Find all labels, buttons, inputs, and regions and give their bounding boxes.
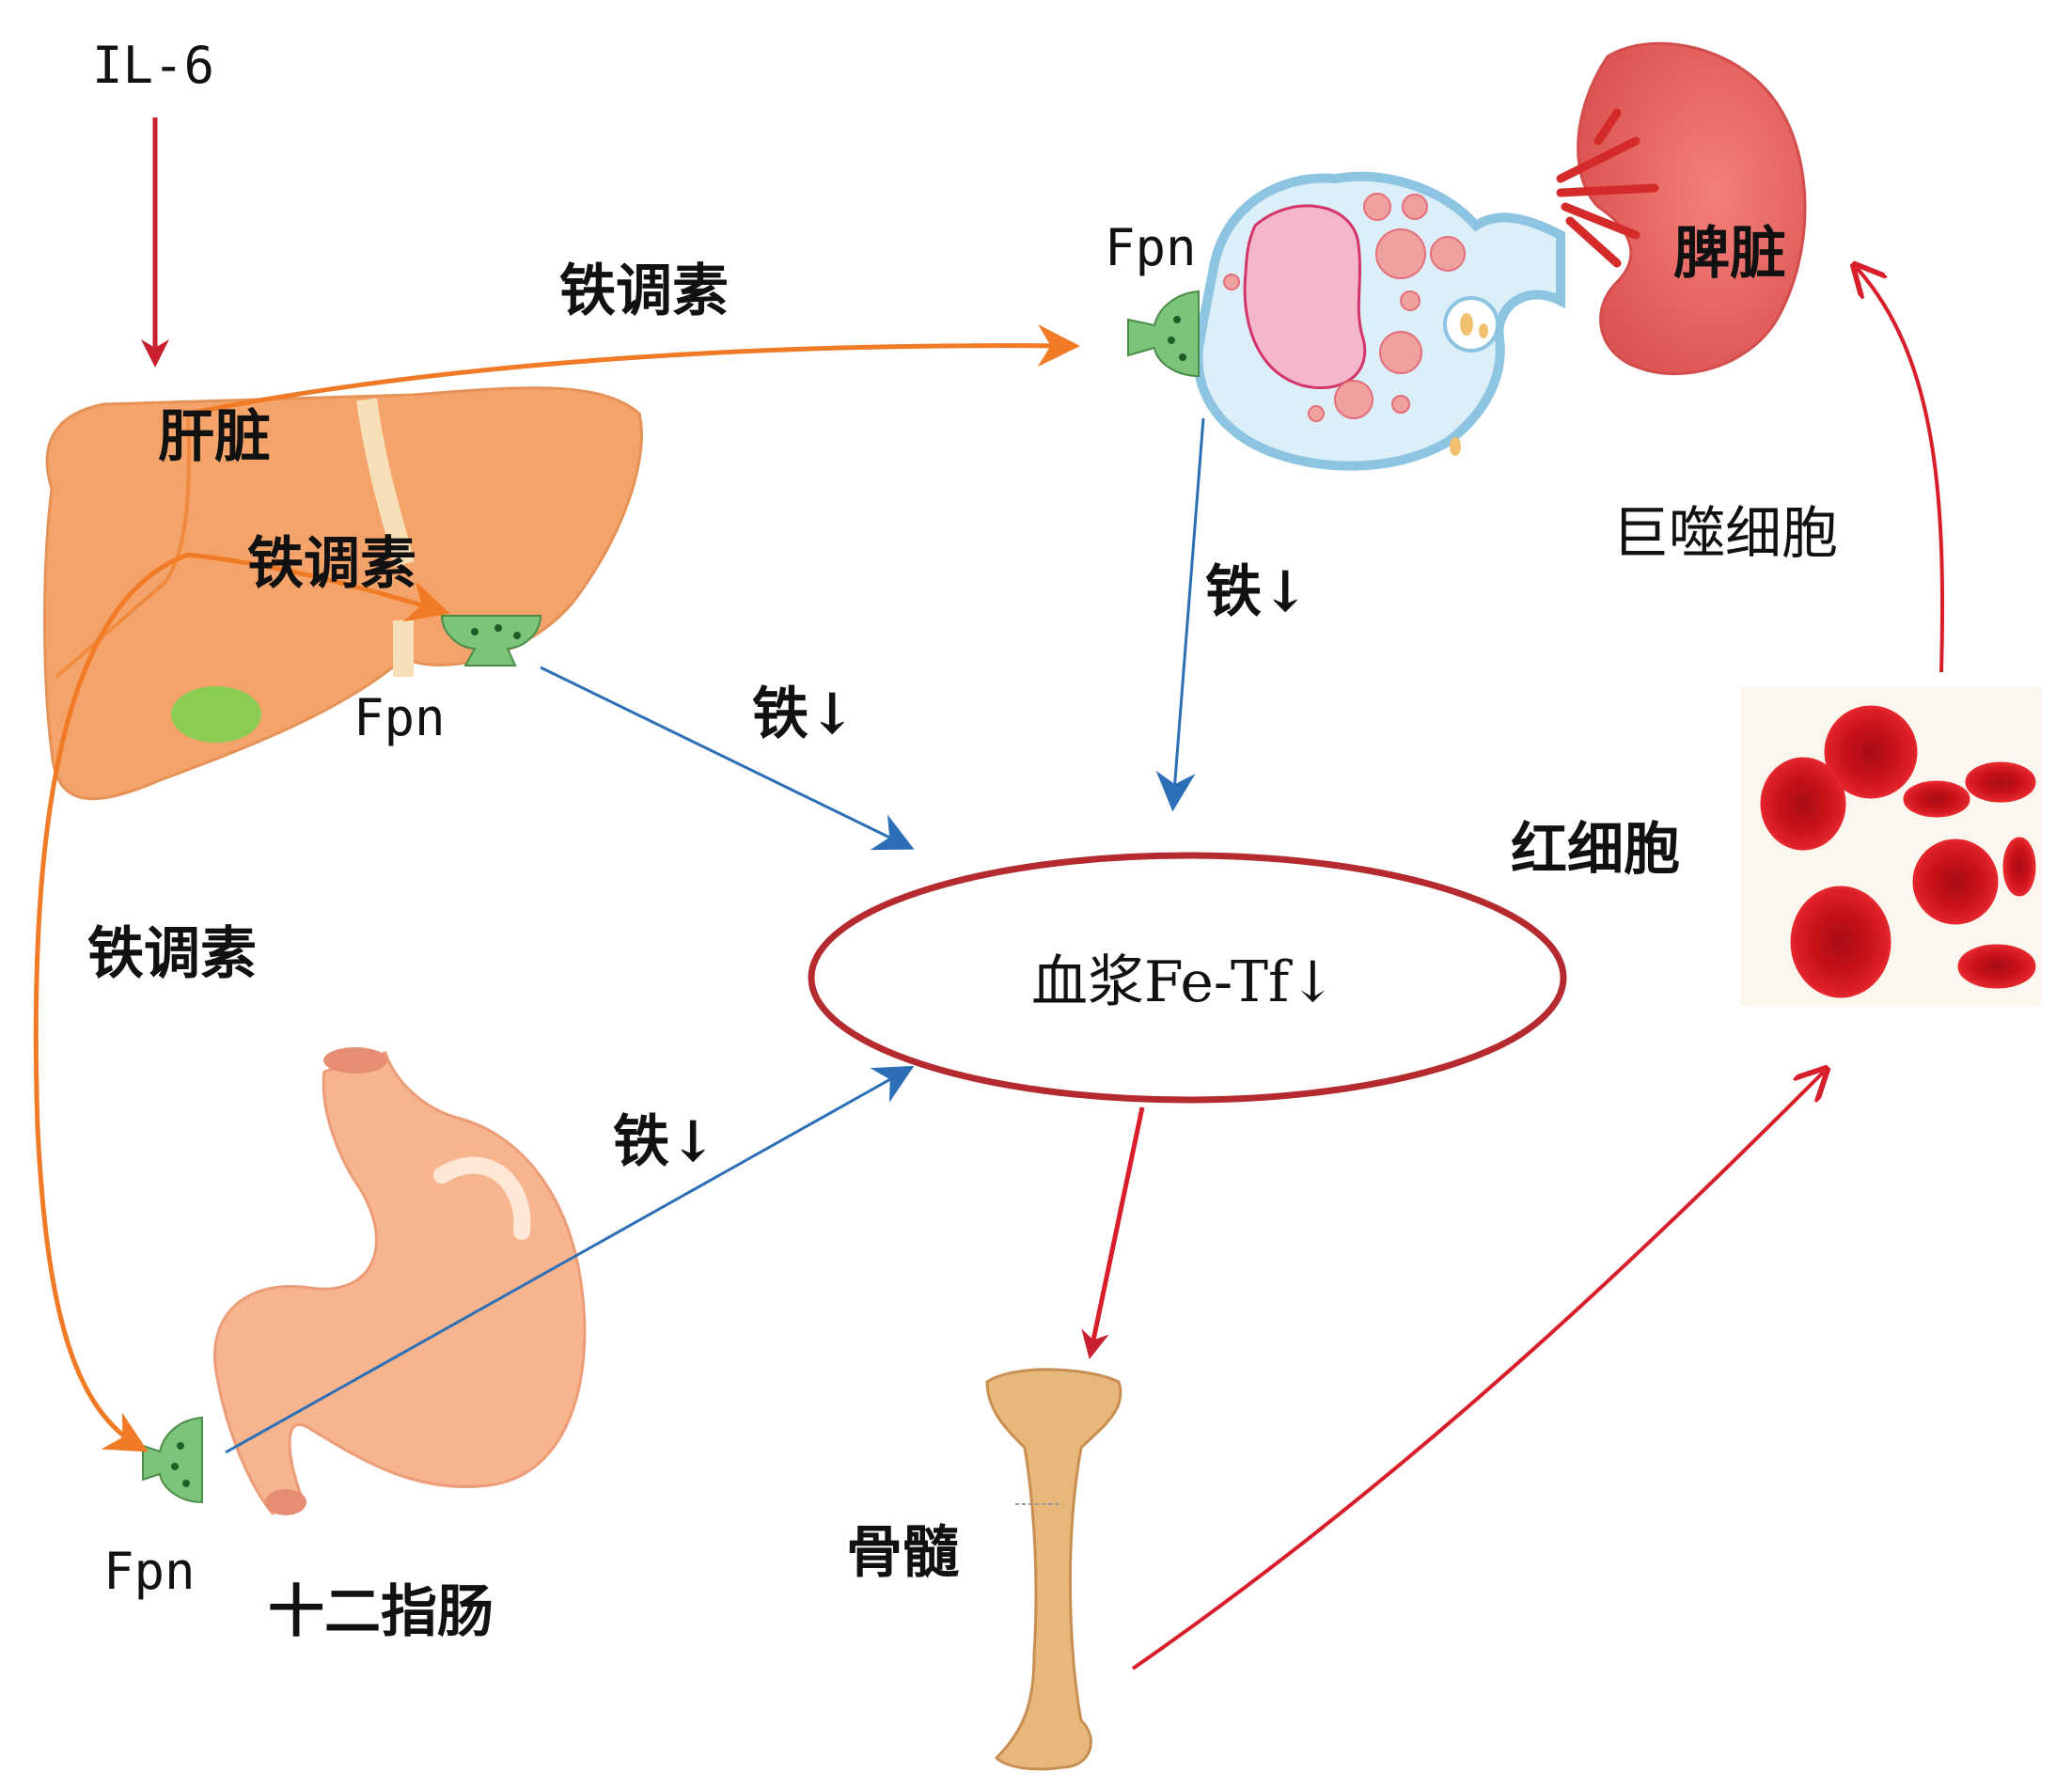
fpn-transporter-liver xyxy=(440,615,542,667)
label-liver: 肝脏 xyxy=(158,404,271,470)
label-iron-liver: 铁↓ xyxy=(752,682,855,747)
label-macrophage: 巨噬细胞 xyxy=(1612,501,1838,567)
fpn-transporter-duodenum xyxy=(142,1416,203,1504)
label-iron-duodenum: 铁↓ xyxy=(613,1109,716,1175)
arrow-iron-liver-to-plasma xyxy=(540,666,915,851)
bone-illustration xyxy=(985,1368,1122,1771)
label-spleen: 脾脏 xyxy=(1673,221,1786,287)
label-rbc: 红细胞 xyxy=(1511,817,1680,883)
label-plasma: 血浆Fe-Tf↓ xyxy=(1031,949,1337,1015)
label-hepcidin-left: 铁调素 xyxy=(87,921,257,987)
arrow-hepcidin-to-duodenum xyxy=(33,552,189,1452)
arrow-iron-macrophage-to-plasma xyxy=(1155,417,1205,812)
arrow-bone-to-rbc xyxy=(1131,1072,1824,1670)
arrow-iron-duodenum-to-plasma xyxy=(225,1065,915,1454)
spleen-illustration xyxy=(1556,41,1807,376)
liver-illustration xyxy=(43,386,643,801)
label-bone-marrow: 骨髓 xyxy=(846,1520,959,1586)
stomach-illustration xyxy=(213,1047,587,1515)
label-duodenum: 十二指肠 xyxy=(268,1579,494,1645)
macrophage-illustration xyxy=(1193,171,1565,471)
labels: IL-6 肝脏 铁调素 铁调素 铁调素 Fpn Fpn Fpn 铁↓ 铁↓ 铁↓… xyxy=(87,36,1838,1645)
label-hepcidin-liver: 铁调素 xyxy=(247,531,416,597)
arrow-hepcidin-to-macrophage xyxy=(187,324,1080,416)
label-fpn-liver: Fpn xyxy=(353,688,446,747)
rbc-illustration xyxy=(1741,686,2042,1006)
arrows xyxy=(33,118,1945,1670)
label-fpn-macrophage: Fpn xyxy=(1105,218,1197,277)
label-il6: IL-6 xyxy=(92,36,214,95)
label-fpn-duodenum: Fpn xyxy=(103,1542,196,1601)
label-hepcidin-top: 铁调素 xyxy=(559,259,729,324)
plasma-ellipse xyxy=(808,852,1567,1104)
label-iron-macrophage: 铁↓ xyxy=(1205,559,1309,625)
arrow-hepcidin-to-liver-fpn xyxy=(187,552,450,622)
arrow-plasma-to-bone xyxy=(1081,1106,1145,1359)
fpn-transporter-macrophage xyxy=(1127,290,1200,378)
arrow-rbc-to-spleen xyxy=(1857,268,1945,673)
